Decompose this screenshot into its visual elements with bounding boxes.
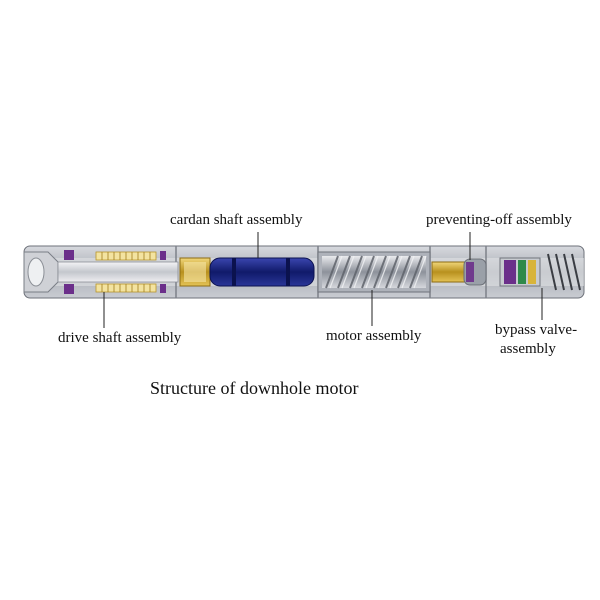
motor-assembly xyxy=(317,251,431,293)
cardan-shaft-assembly xyxy=(179,257,315,287)
preventing-off-assembly xyxy=(431,258,487,286)
leader-lines xyxy=(103,232,543,328)
label-cardan-shaft-assembly: cardan shaft assembly xyxy=(170,212,303,228)
label-preventing-off-assembly: preventing-off assembly xyxy=(426,212,572,228)
label-drive-shaft-assembly: drive shaft assembly xyxy=(58,330,182,346)
drive-shaft-assembly xyxy=(57,250,179,294)
label-bypass-valve-line2: assembly xyxy=(500,341,556,357)
figure-caption: Structure of downhole motor xyxy=(150,378,359,398)
label-motor-assembly: motor assembly xyxy=(326,328,422,344)
label-bypass-valve-line1: bypass valve- xyxy=(495,322,578,338)
bypass-valve-assembly xyxy=(499,253,581,291)
